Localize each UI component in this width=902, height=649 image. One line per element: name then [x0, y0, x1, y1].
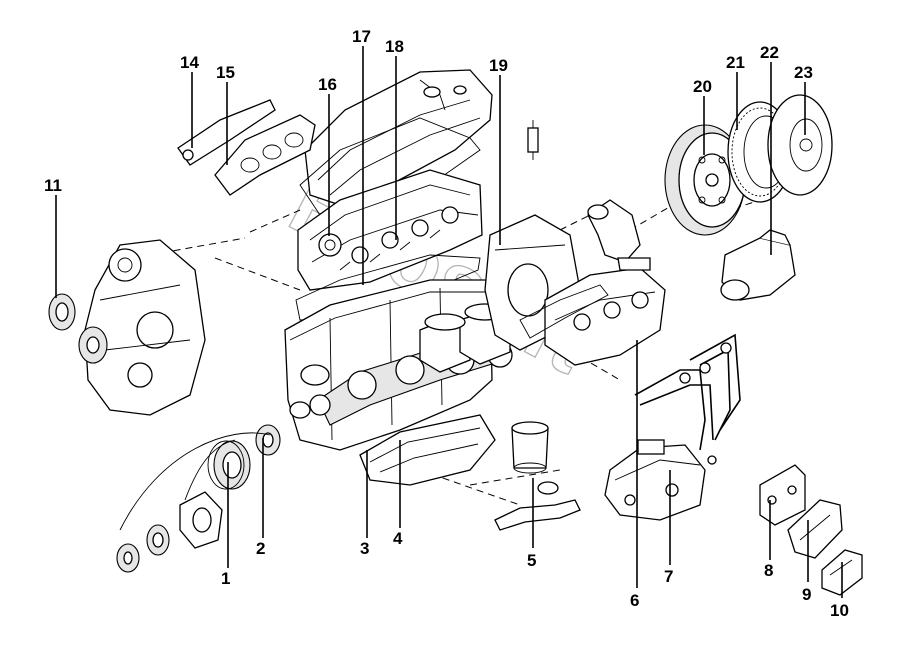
oil-pan[interactable] — [359, 414, 496, 486]
cylinder-head[interactable] — [297, 169, 483, 291]
callout-8[interactable]: 8 — [764, 561, 773, 580]
callout-1[interactable]: 1 — [221, 569, 230, 588]
assembly-arc-2 — [184, 439, 236, 501]
callout-21[interactable]: 21 — [726, 53, 745, 72]
callout-7[interactable]: 7 — [664, 567, 673, 586]
timing-sprocket[interactable] — [48, 293, 76, 331]
assembly-arc — [119, 432, 271, 531]
hub-gear[interactable] — [116, 543, 140, 573]
callout-19[interactable]: 19 — [489, 56, 508, 75]
callout-15[interactable]: 15 — [216, 63, 235, 82]
idler-gear[interactable] — [78, 326, 108, 364]
valve-cover[interactable] — [304, 69, 493, 206]
callout-22[interactable]: 22 — [760, 43, 779, 62]
seal-housing[interactable] — [179, 491, 223, 549]
manifold-gasket[interactable] — [519, 284, 609, 339]
drive-gear[interactable] — [255, 424, 281, 456]
callout-5[interactable]: 5 — [527, 551, 536, 570]
callout-23[interactable]: 23 — [794, 63, 813, 82]
callout-9[interactable]: 9 — [802, 585, 811, 604]
injector[interactable] — [527, 120, 539, 160]
callout-4[interactable]: 4 — [393, 529, 403, 548]
oil-pickup[interactable] — [494, 481, 581, 531]
crankshaft-pulley[interactable] — [207, 440, 251, 490]
callout-labels: 1 2 3 4 5 6 7 8 9 10 11 14 15 16 17 18 1… — [44, 27, 849, 620]
thermostat-housing[interactable] — [587, 199, 651, 271]
exhaust-manifold-gasket[interactable] — [214, 114, 316, 196]
exhaust-manifold[interactable] — [544, 267, 666, 366]
injection-pump[interactable] — [604, 439, 706, 521]
callout-11[interactable]: 11 — [44, 176, 62, 195]
callout-3[interactable]: 3 — [360, 539, 369, 558]
callout-10[interactable]: 10 — [830, 601, 849, 620]
injection-lines[interactable] — [634, 333, 741, 465]
pistons[interactable] — [419, 303, 511, 373]
oil-filter[interactable] — [511, 421, 549, 474]
clutch-plate[interactable] — [767, 94, 833, 196]
front-seal[interactable] — [146, 524, 170, 556]
starter-motor[interactable] — [720, 229, 796, 301]
callout-18[interactable]: 18 — [385, 37, 404, 56]
engine-mount[interactable] — [787, 499, 843, 559]
callout-2[interactable]: 2 — [256, 539, 265, 558]
callout-16[interactable]: 16 — [318, 75, 337, 94]
callout-17[interactable]: 17 — [352, 27, 371, 46]
callout-20[interactable]: 20 — [693, 77, 712, 96]
engine-mount-bracket[interactable] — [759, 464, 806, 526]
callout-14[interactable]: 14 — [180, 53, 199, 72]
callout-6[interactable]: 6 — [630, 591, 639, 610]
leader-lines — [55, 46, 843, 598]
timing-cover[interactable] — [84, 239, 206, 416]
